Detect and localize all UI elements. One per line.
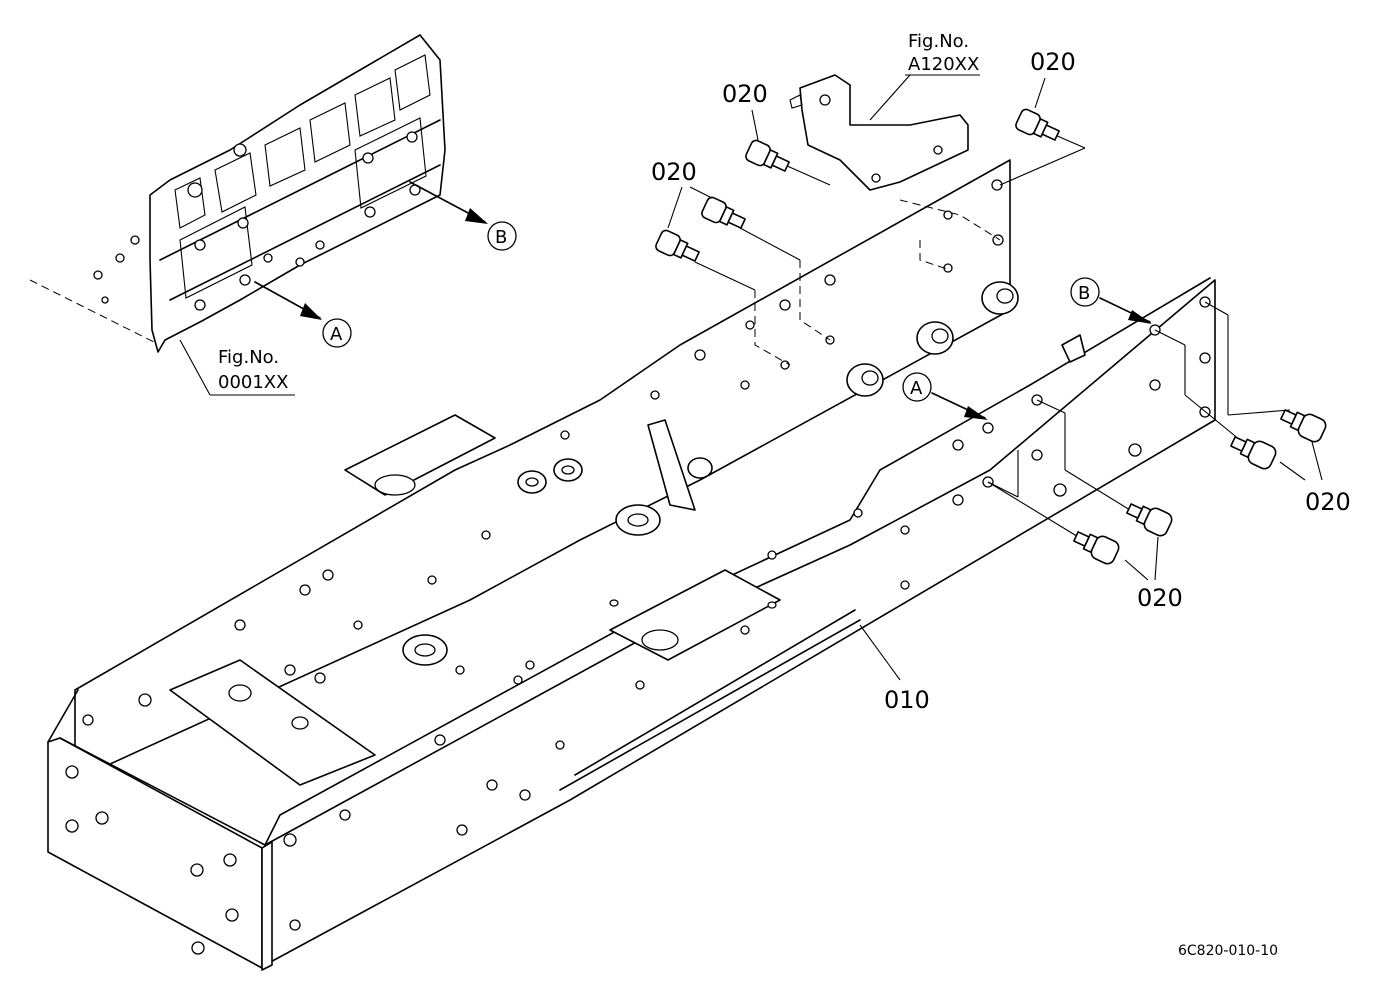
bolt-callout-top-right: 020 [1030, 48, 1076, 76]
engine-block [29, 34, 446, 353]
engine-figure-reference: Fig.No. 0001XX [179, 339, 295, 396]
bolt-callout-bracket: 020 [722, 80, 768, 108]
bolt-group-left [655, 186, 746, 262]
bracket-fig-number: A120XX [908, 54, 979, 75]
bracket-fig-label: Fig.No. [908, 31, 969, 52]
bolt-group-rear-b [1230, 409, 1327, 481]
engine-marker-a: A [254, 281, 352, 348]
front-frame [47, 159, 1216, 971]
frame-callout-leader [859, 624, 901, 681]
frame-marker-a: A [902, 372, 988, 420]
drawing-code: 6C820-010-10 [1178, 943, 1278, 959]
engine-fig-number: 0001XX [218, 372, 288, 393]
frame-marker-a-label: A [910, 378, 923, 399]
frame-marker-b-label: B [1078, 283, 1090, 304]
bolt-callout-left: 020 [651, 158, 697, 186]
bolt-group-rear-a [1073, 503, 1173, 581]
bolt-callout-rear-b: 020 [1305, 488, 1351, 516]
marker-a-label: A [330, 324, 343, 345]
bracket-figure-reference: Fig.No. A120XX [869, 31, 980, 121]
marker-b-label: B [495, 227, 507, 248]
frame-callout: 010 [884, 686, 930, 714]
bracket [789, 74, 969, 191]
bolt-top-right [1015, 77, 1060, 141]
engine-marker-b: B [409, 181, 517, 251]
bolt-bracket [745, 109, 790, 172]
engine-fig-label: Fig.No. [218, 347, 279, 368]
bolt-alignment-lines [694, 134, 1291, 539]
frame-marker-b: B [1070, 277, 1152, 324]
bolt-callout-rear-a: 020 [1137, 584, 1183, 612]
